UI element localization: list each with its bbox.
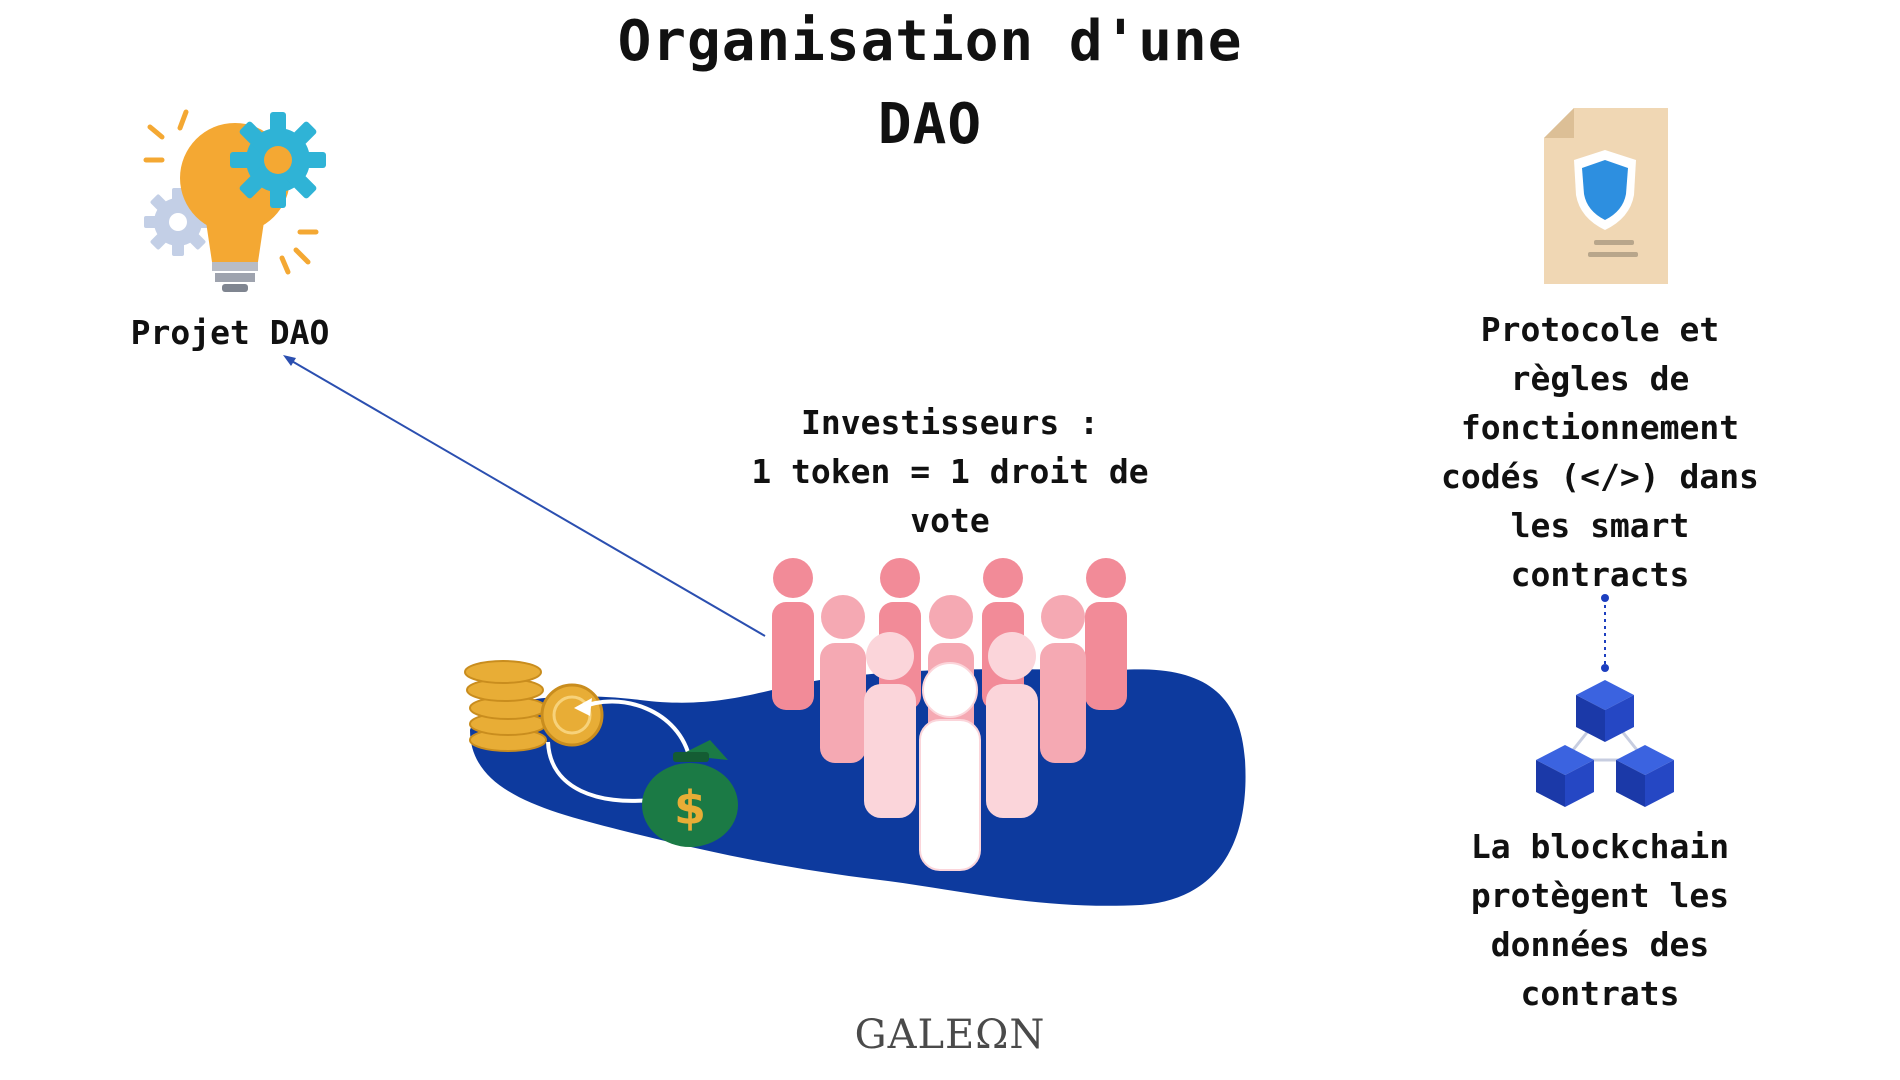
blockchain-cubes-icon (1536, 680, 1674, 807)
blockchain-line-3: données des (1490, 925, 1710, 964)
contract-document-icon (1544, 108, 1668, 284)
investors-line-3: vote (910, 501, 990, 540)
blockchain-line-2: protègent les (1470, 876, 1730, 915)
blockchain-line-1: La blockchain (1470, 827, 1730, 866)
projet-dao-label: Projet DAO (130, 313, 330, 352)
protocol-line-4: codés (</>) dans (1441, 457, 1759, 496)
people-group-icon (772, 558, 1127, 871)
connector-protocol-to-blockchain (1601, 594, 1609, 672)
title-line-2: DAO (877, 92, 983, 157)
protocol-line-1: Protocole et (1480, 310, 1720, 349)
investors-label: Investisseurs : 1 token = 1 droit de vot… (700, 398, 1200, 545)
blockchain-line-4: contrats (1520, 974, 1680, 1013)
title-line-1: Organisation d'une (617, 9, 1243, 74)
brand-logo: GALEΩN (854, 1012, 1046, 1058)
money-bag-icon: $ (642, 740, 738, 847)
protocol-line-5: les smart (1510, 506, 1690, 545)
coins-exchange-icon (464, 660, 692, 810)
protocol-line-2: règles de (1510, 359, 1690, 398)
investors-line-1: Investisseurs : (800, 403, 1099, 442)
investors-line-2: 1 token = 1 droit de (751, 452, 1149, 491)
protocol-line-3: fonctionnement (1460, 408, 1740, 447)
arrow-investors-to-projet (283, 355, 766, 637)
protocol-label: Protocole et règles de fonctionnement co… (1380, 305, 1820, 599)
protocol-line-6: contracts (1510, 555, 1690, 594)
lightbulb-gears-icon (143, 109, 326, 292)
blockchain-label: La blockchain protègent les données des … (1400, 822, 1800, 1018)
diagram-title: Organisation d'une DAO (0, 0, 1860, 166)
svg-text:$: $ (674, 781, 706, 835)
